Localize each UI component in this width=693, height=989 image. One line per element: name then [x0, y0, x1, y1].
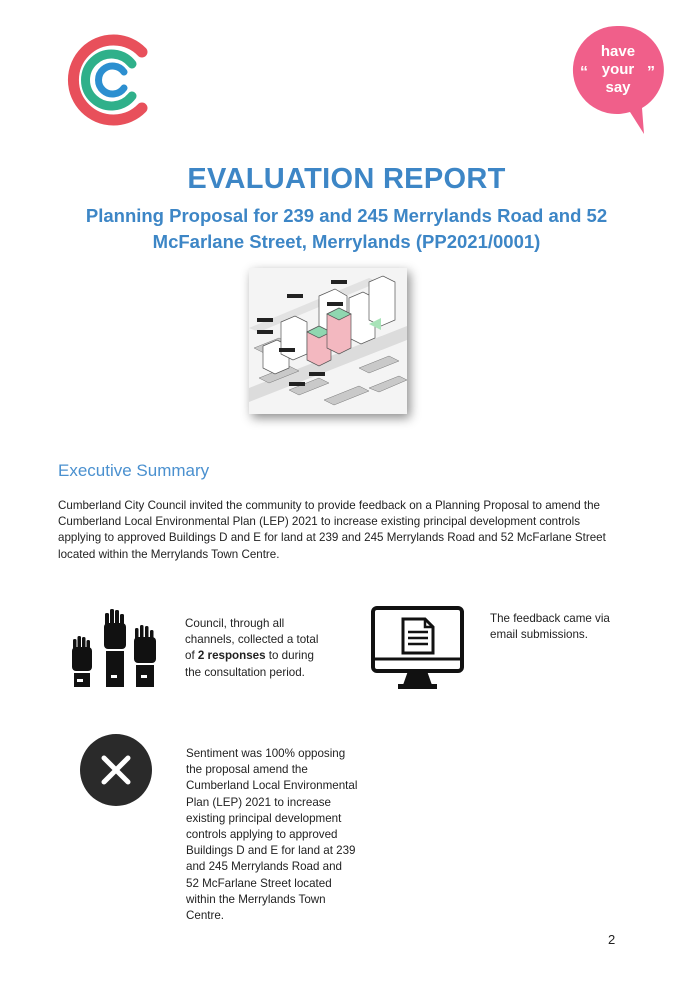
- responses-text-before: Council, through all channels, collected…: [185, 617, 319, 663]
- subtitle-line-2: McFarlane Street, Merrylands (PP2021/000…: [152, 231, 541, 252]
- feedback-stat: The feedback came via email submissions.: [490, 612, 610, 642]
- sentiment-stat: Sentiment was 100% opposing the proposal…: [186, 747, 358, 923]
- section-heading: Executive Summary: [58, 461, 210, 480]
- cumberland-c-icon: [67, 34, 148, 126]
- say-line-2: your: [602, 61, 635, 78]
- say-line-1: have: [601, 43, 635, 60]
- subtitle-line-1: Planning Proposal for 239 and 245 Merryl…: [85, 205, 608, 226]
- building-massing-image: [249, 268, 408, 414]
- cumberland-logo: [62, 30, 154, 130]
- svg-text:”: ”: [647, 64, 655, 81]
- responses-text-after: to during the consultation period.: [185, 649, 314, 679]
- say-line-3: say: [605, 79, 631, 96]
- responses-count: 2 responses: [197, 649, 266, 663]
- have-your-say-speech-bubble-icon: “ ” have your say: [572, 25, 664, 135]
- responses-stat: Council, through all channels, collected…: [185, 616, 320, 681]
- monitor-document-icon: [370, 605, 465, 691]
- svg-text:“: “: [580, 64, 588, 81]
- raised-hands-icon: [70, 605, 160, 690]
- intro-paragraph: Cumberland City Council invited the comm…: [58, 499, 606, 561]
- page-number: 2: [608, 932, 616, 947]
- page-title: EVALUATION REPORT: [187, 163, 506, 195]
- 3d-building-render-icon: [249, 268, 408, 414]
- have-your-say-logo: “ ” have your say: [570, 22, 666, 140]
- page-subtitle: Planning Proposal for 239 and 245 Merryl…: [40, 203, 653, 255]
- close-circle-icon: [79, 733, 153, 807]
